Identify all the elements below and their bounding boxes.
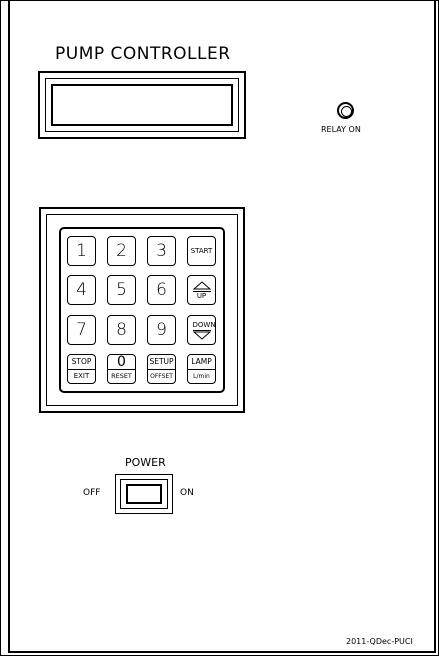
- power-switch-rocker[interactable]: [126, 484, 162, 504]
- stop-exit-key[interactable]: STOP EXIT: [67, 354, 96, 384]
- key-9[interactable]: 9: [147, 315, 176, 345]
- power-switch[interactable]: [115, 474, 173, 514]
- down-key[interactable]: DOWN: [187, 315, 216, 345]
- down-key-label: DOWN: [192, 320, 216, 331]
- keypad-bezel: 1 2 3 START 4 5 6 UP 7 8 9 DOWN STOP EXI…: [39, 207, 245, 413]
- key-5[interactable]: 5: [107, 275, 136, 305]
- lamp-flow-key[interactable]: LAMP L/min: [187, 354, 216, 384]
- part-number: 2011-QDec-PUCI: [346, 637, 413, 646]
- panel-title: PUMP CONTROLLER: [55, 44, 231, 64]
- lamp-label: LAMP: [188, 355, 215, 371]
- key-5-label: 5: [116, 279, 127, 300]
- key-4-label: 4: [76, 279, 87, 300]
- zero-reset-key[interactable]: 0 RESET: [107, 354, 136, 384]
- key-1-label: 1: [76, 240, 87, 261]
- key-8-label: 8: [116, 319, 127, 340]
- up-arrow-icon: [192, 280, 211, 289]
- start-key-label: START: [190, 246, 213, 255]
- key-6-label: 6: [156, 279, 167, 300]
- key-4[interactable]: 4: [67, 275, 96, 305]
- key-9-label: 9: [156, 319, 167, 340]
- keypad: 1 2 3 START 4 5 6 UP 7 8 9 DOWN STOP EXI…: [59, 227, 225, 393]
- offset-label: OFFSET: [150, 372, 173, 380]
- power-switch-bezel: [120, 479, 168, 509]
- relay-on-led-icon: [337, 102, 354, 119]
- lcd-display-bezel: [38, 71, 246, 139]
- power-off-label: OFF: [83, 488, 101, 498]
- key-1[interactable]: 1: [67, 236, 96, 266]
- flow-unit-label: L/min: [193, 372, 210, 380]
- up-key-label: UP: [192, 290, 211, 300]
- key-3[interactable]: 3: [147, 236, 176, 266]
- key-7[interactable]: 7: [67, 315, 96, 345]
- key-3-label: 3: [156, 240, 167, 261]
- relay-on-label: RELAY ON: [321, 125, 361, 134]
- setup-offset-key[interactable]: SETUP OFFSET: [147, 354, 176, 384]
- reset-label: RESET: [111, 372, 132, 381]
- key-7-label: 7: [76, 319, 87, 340]
- key-2[interactable]: 2: [107, 236, 136, 266]
- down-arrow-icon: [192, 331, 211, 340]
- up-key[interactable]: UP: [187, 275, 216, 305]
- key-8[interactable]: 8: [107, 315, 136, 345]
- setup-label: SETUP: [148, 355, 175, 371]
- start-key[interactable]: START: [187, 236, 216, 266]
- zero-label: 0: [108, 355, 135, 371]
- power-on-label: ON: [180, 488, 194, 498]
- key-2-label: 2: [116, 240, 127, 261]
- panel-border: [8, 1, 436, 653]
- lcd-display-screen: [51, 84, 233, 126]
- stop-label: STOP: [68, 355, 95, 371]
- power-label: POWER: [125, 456, 166, 469]
- key-6[interactable]: 6: [147, 275, 176, 305]
- exit-label: EXIT: [73, 372, 90, 381]
